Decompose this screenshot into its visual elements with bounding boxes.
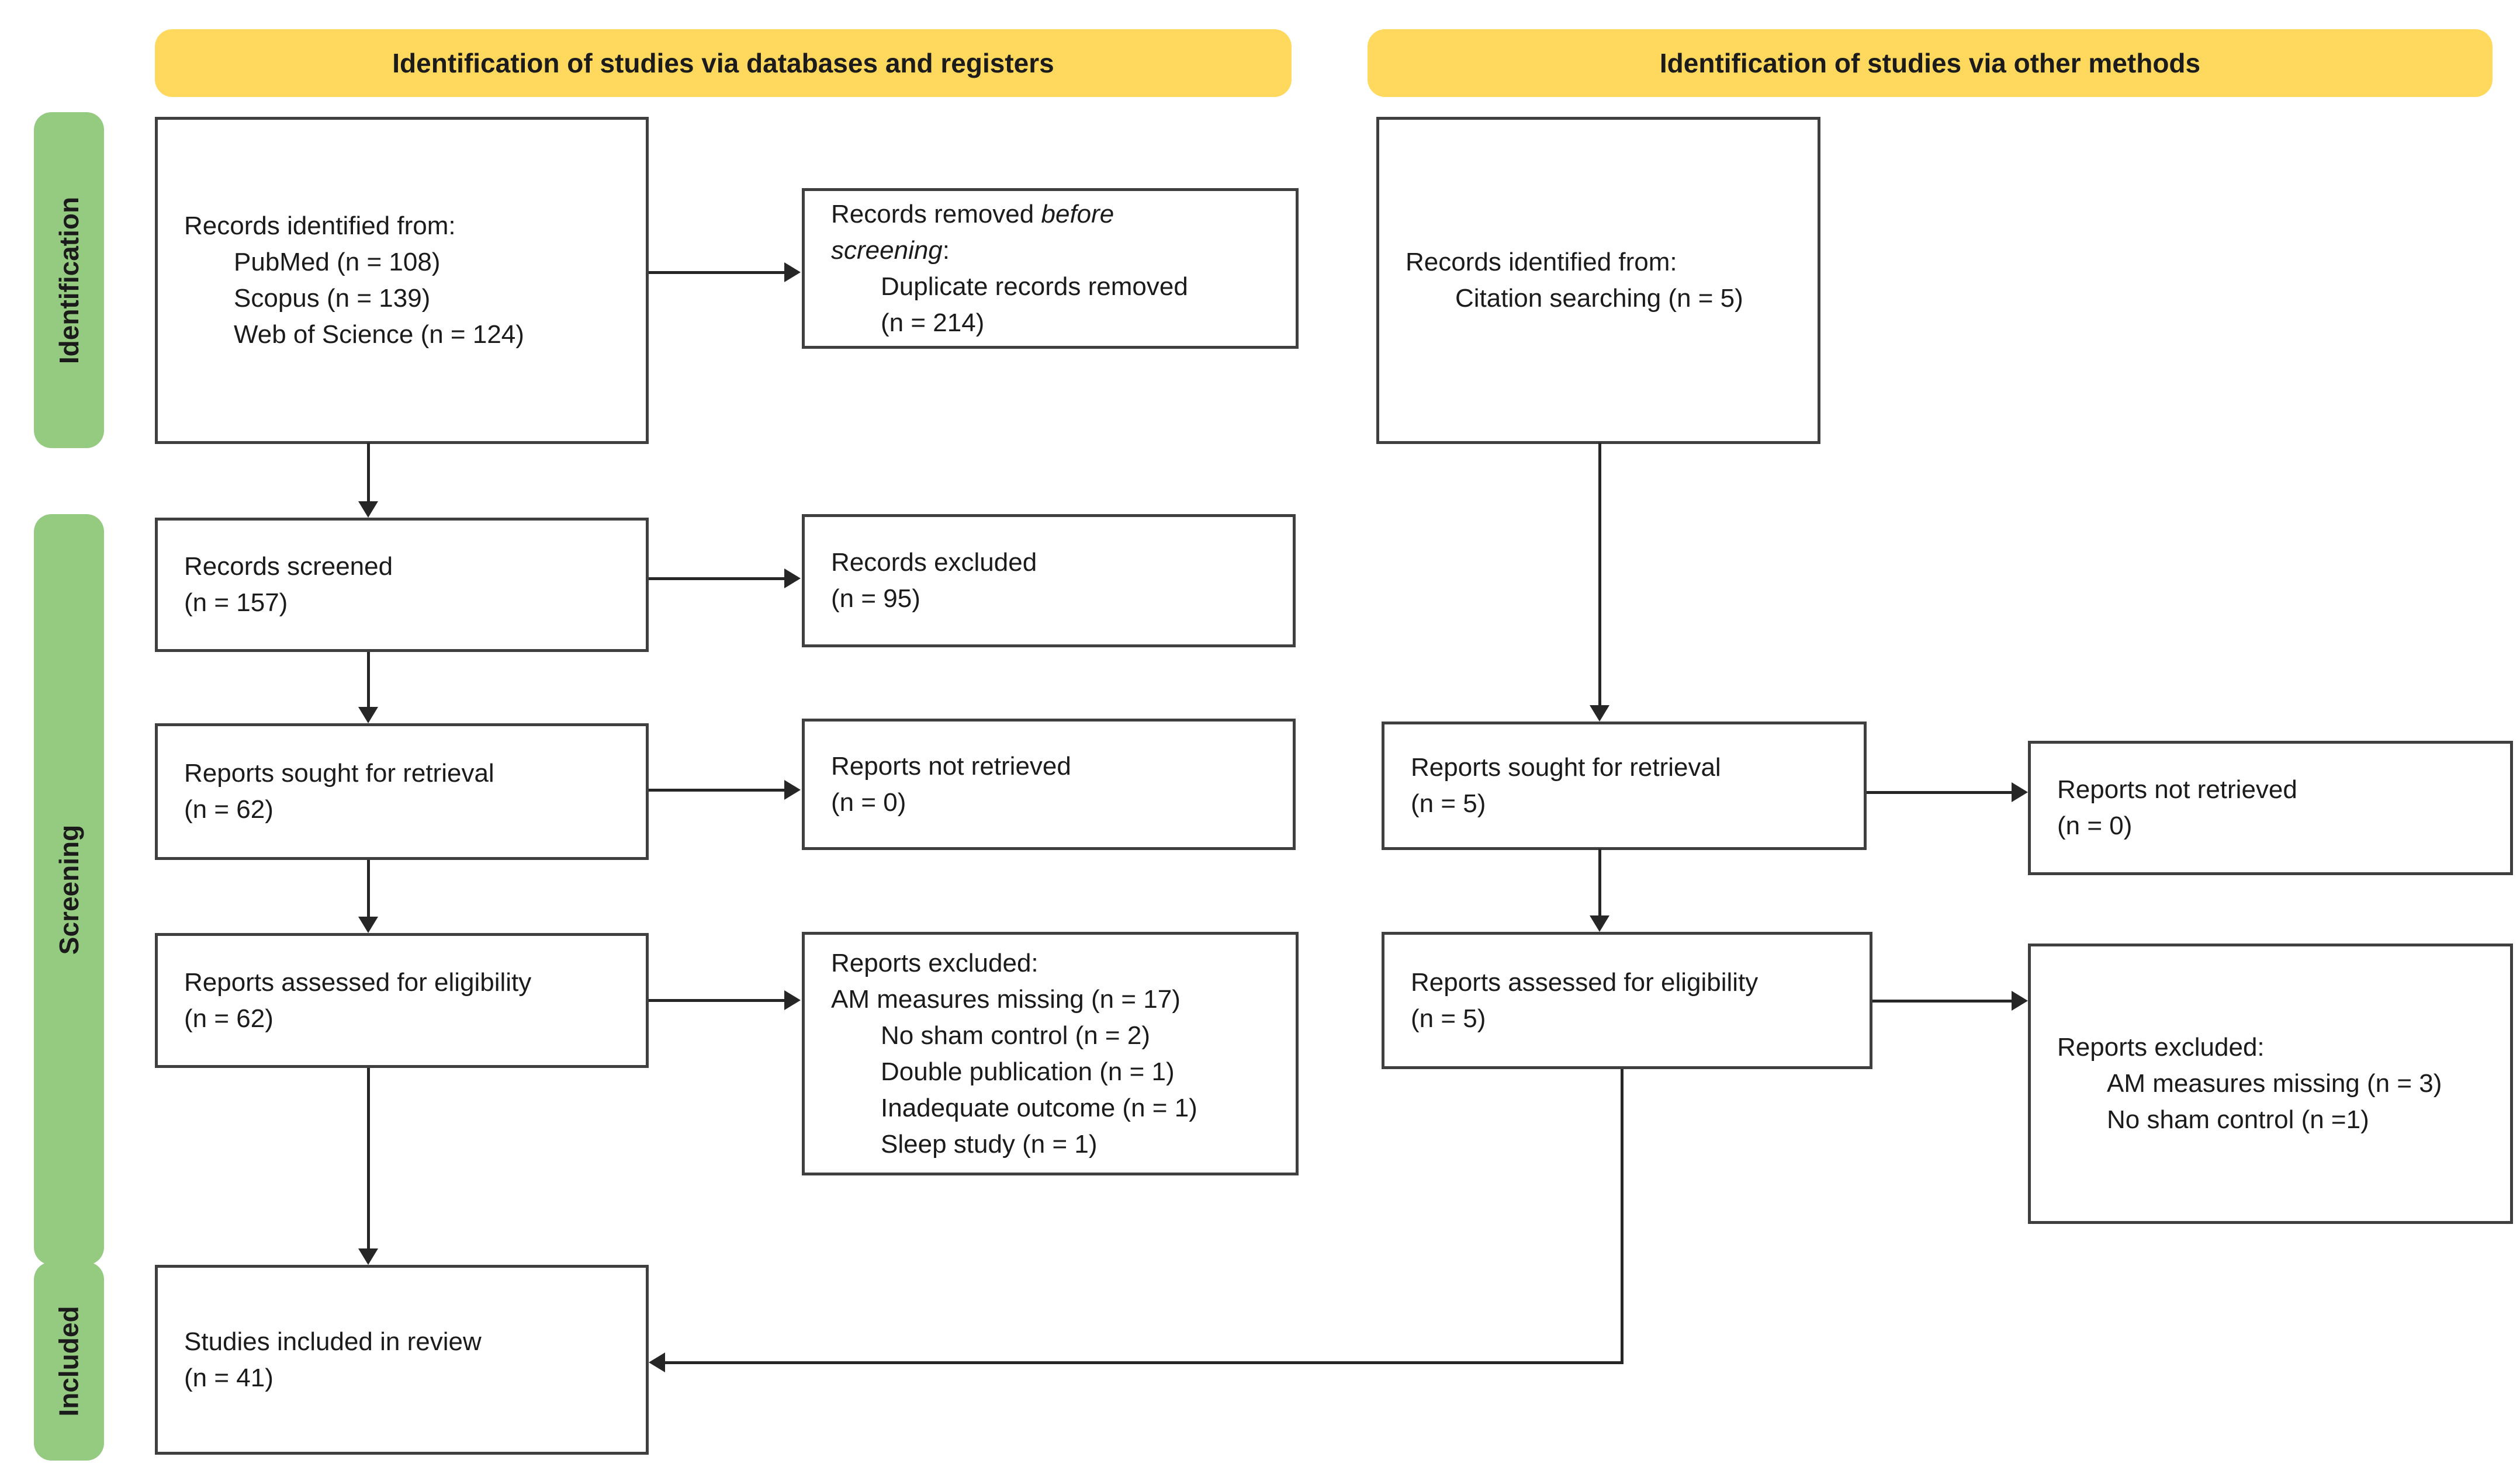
arrow-sought-to-not-retrieved-line bbox=[649, 789, 784, 792]
box-records-identified-other: Records identified from: Citation search… bbox=[1376, 117, 1820, 444]
arrow-screened-to-excluded-head bbox=[784, 568, 801, 588]
arrow-identified-to-screened-line bbox=[367, 443, 370, 505]
box-reports-sought-databases: Reports sought for retrieval (n = 62) bbox=[155, 723, 649, 860]
box-line: Records identified from: bbox=[1406, 248, 1677, 276]
box-line: Records removed before bbox=[831, 199, 1114, 228]
box-line: (n = 62) bbox=[184, 795, 274, 824]
box-line: PubMed (n = 108) bbox=[234, 248, 441, 276]
box-line: Reports excluded: bbox=[2057, 1033, 2265, 1062]
arrow-assessed-to-included-head bbox=[358, 1248, 378, 1265]
box-line: No sham control (n =1) bbox=[2107, 1105, 2369, 1134]
arrow-sought-to-assessed-head bbox=[358, 917, 378, 933]
arrow-citation-to-sought-line bbox=[1598, 443, 1601, 706]
box-studies-included: Studies included in review (n = 41) bbox=[155, 1265, 649, 1455]
box-line: Reports assessed for eligibility bbox=[184, 967, 532, 997]
banner-databases-registers: Identification of studies via databases … bbox=[155, 29, 1292, 97]
arrow-sought-other-to-assessed-line bbox=[1598, 849, 1601, 917]
arrow-assessed-other-to-excluded-head bbox=[2012, 991, 2028, 1011]
side-label-screening-text: Screening bbox=[54, 824, 85, 955]
box-reports-assessed-other: Reports assessed for eligibility (n = 5) bbox=[1382, 932, 1872, 1069]
box-reports-excluded-databases: Reports excluded: AM measures missing (n… bbox=[802, 932, 1299, 1175]
arrow-screened-to-sought-head bbox=[358, 707, 378, 723]
box-line: Web of Science (n = 124) bbox=[234, 320, 524, 349]
side-label-included: Included bbox=[34, 1262, 104, 1461]
box-records-removed-before-screening: Records removed before screening: Duplic… bbox=[802, 188, 1299, 349]
arrow-assessed-other-to-included-vline bbox=[1621, 1069, 1624, 1362]
box-line: (n = 214) bbox=[881, 308, 985, 337]
box-line: Reports sought for retrieval bbox=[1411, 753, 1721, 782]
box-line: Reports assessed for eligibility bbox=[1411, 967, 1759, 997]
box-line: No sham control (n = 2) bbox=[881, 1021, 1150, 1050]
box-line: (n = 0) bbox=[2057, 811, 2133, 840]
box-records-identified-databases: Records identified from: PubMed (n = 108… bbox=[155, 117, 649, 444]
box-line: AM measures missing (n = 17) bbox=[831, 984, 1181, 1014]
box-records-screened: Records screened (n = 157) bbox=[155, 518, 649, 652]
box-reports-not-retrieved-other: Reports not retrieved (n = 0) bbox=[2028, 741, 2513, 875]
arrow-sought-to-not-retrieved-head bbox=[784, 780, 801, 800]
side-label-identification: Identification bbox=[34, 112, 104, 448]
box-line: (n = 0) bbox=[831, 788, 906, 817]
arrow-screened-to-sought-line bbox=[367, 652, 370, 708]
arrow-assessed-other-to-included-hline bbox=[665, 1361, 1624, 1364]
box-reports-not-retrieved-databases: Reports not retrieved (n = 0) bbox=[802, 719, 1296, 850]
box-line: Records screened bbox=[184, 552, 393, 581]
arrow-sought-other-to-not-retrieved-line bbox=[1867, 791, 2012, 794]
arrow-assessed-to-excluded-line bbox=[649, 999, 784, 1002]
arrow-screened-to-excluded-line bbox=[649, 577, 784, 580]
box-line: (n = 157) bbox=[184, 588, 288, 617]
side-label-screening: Screening bbox=[34, 514, 104, 1265]
box-line: Reports excluded: bbox=[831, 948, 1039, 977]
box-line: (n = 5) bbox=[1411, 1004, 1486, 1033]
box-line: Duplicate records removed bbox=[881, 272, 1188, 301]
arrow-sought-other-to-assessed-head bbox=[1590, 915, 1609, 932]
arrow-identified-to-screened-head bbox=[358, 501, 378, 518]
box-line: Sleep study (n = 1) bbox=[881, 1129, 1098, 1159]
box-line: Reports not retrieved bbox=[2057, 775, 2297, 804]
arrow-assessed-other-to-included-head bbox=[649, 1352, 665, 1372]
box-line: Records identified from: bbox=[184, 211, 456, 240]
arrow-assessed-to-included-line bbox=[367, 1068, 370, 1250]
box-reports-sought-other: Reports sought for retrieval (n = 5) bbox=[1382, 722, 1867, 850]
box-line: Reports sought for retrieval bbox=[184, 759, 494, 788]
box-line: screening: bbox=[831, 235, 950, 265]
box-line: AM measures missing (n = 3) bbox=[2107, 1069, 2442, 1098]
box-reports-excluded-other: Reports excluded: AM measures missing (n… bbox=[2028, 944, 2513, 1224]
box-line: (n = 5) bbox=[1411, 789, 1486, 818]
box-line: Records excluded bbox=[831, 548, 1037, 577]
box-line: Inadequate outcome (n = 1) bbox=[881, 1093, 1197, 1122]
arrow-identified-to-removed-line bbox=[649, 271, 784, 274]
box-line: Scopus (n = 139) bbox=[234, 284, 431, 313]
arrow-sought-other-to-not-retrieved-head bbox=[2012, 782, 2028, 802]
arrow-identified-to-removed-head bbox=[784, 262, 801, 282]
box-records-excluded: Records excluded (n = 95) bbox=[802, 514, 1296, 647]
arrow-sought-to-assessed-line bbox=[367, 860, 370, 918]
side-label-included-text: Included bbox=[54, 1306, 84, 1417]
box-line: Studies included in review bbox=[184, 1327, 482, 1356]
box-line: Citation searching (n = 5) bbox=[1455, 284, 1743, 313]
box-line: (n = 41) bbox=[184, 1363, 274, 1392]
box-line: Reports not retrieved bbox=[831, 751, 1071, 781]
box-line: (n = 95) bbox=[831, 584, 920, 613]
arrow-citation-to-sought-head bbox=[1590, 705, 1609, 722]
arrow-assessed-other-to-excluded-line bbox=[1872, 1000, 2012, 1003]
box-line: Double publication (n = 1) bbox=[881, 1057, 1175, 1086]
box-reports-assessed-databases: Reports assessed for eligibility (n = 62… bbox=[155, 933, 649, 1068]
arrow-assessed-to-excluded-head bbox=[784, 990, 801, 1010]
side-label-identification-text: Identification bbox=[54, 196, 85, 364]
banner-other-methods: Identification of studies via other meth… bbox=[1368, 29, 2493, 97]
box-line: (n = 62) bbox=[184, 1004, 274, 1033]
